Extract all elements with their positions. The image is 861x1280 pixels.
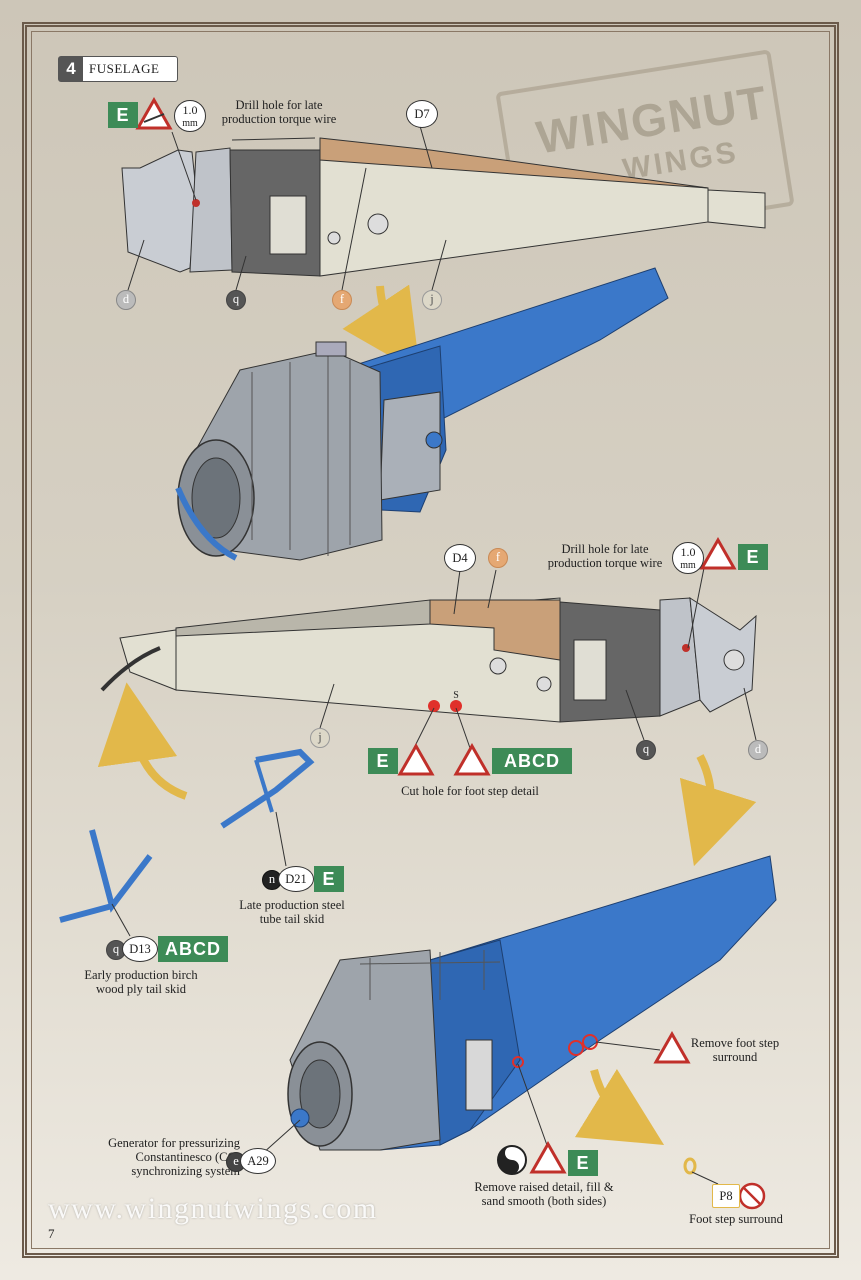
step-title: FUSELAGE (89, 61, 160, 76)
top-color-d: d (116, 290, 136, 310)
mid-part-label-D4: D4 (444, 544, 476, 572)
late-skid-code: E (314, 866, 344, 892)
early-skid-note-2: wood ply tail skid (96, 982, 186, 996)
late-skid-note-1: Late production steel (239, 898, 345, 912)
mid-fuselage-panel (100, 597, 757, 723)
mid-drill-size-value: 1.0 (680, 545, 696, 559)
website-url: www.wingnutwings.com (48, 1192, 378, 1225)
tail-skid-early-drawing (59, 829, 153, 923)
top-color-f: f (332, 290, 352, 310)
top-drill-note-2: production torque wire (221, 112, 337, 126)
early-skid-part: D13 (122, 936, 158, 962)
early-skid-code: ABCD (158, 936, 228, 962)
top-drill-note-1: Drill hole for late (235, 98, 323, 112)
generator-part: A29 (240, 1148, 276, 1174)
step-note: Foot step surround (689, 1212, 783, 1226)
remove-note-2: surround (712, 1050, 758, 1064)
fill-note-2: sand smooth (both sides) (481, 1194, 607, 1208)
top-drill-size-unit: mm (182, 118, 198, 129)
mid-drill-note-2: production torque wire (547, 556, 663, 570)
top-drill-size-badge: 1.0 mm (174, 100, 206, 132)
top-fuselage-panel (121, 137, 766, 277)
top-marking-code: E (108, 102, 138, 128)
tail-skid-late-drawing (220, 748, 315, 829)
late-skid-part: D21 (278, 866, 314, 892)
mid-drill-note-1: Drill hole for late (561, 542, 649, 556)
top-color-q: q (226, 290, 246, 310)
step-part-P8: P8 (712, 1184, 740, 1208)
mid-fuselage-assembly (175, 267, 669, 561)
generator-note-2: Constantinesco (CC) (135, 1150, 240, 1164)
step-header: 4 FUSELAGE (58, 56, 178, 82)
cut-note: Cut hole for foot step detail (401, 784, 539, 798)
mid-color-q: q (636, 740, 656, 760)
late-skid-color: n (262, 870, 282, 890)
early-skid-note-1: Early production birch (84, 968, 198, 982)
fill-note-1: Remove raised detail, fill & (474, 1180, 614, 1194)
mid-color-d: d (748, 740, 768, 760)
remove-note-1: Remove foot step (690, 1036, 780, 1050)
top-color-j: j (422, 290, 442, 310)
mid-color-f: f (488, 548, 508, 568)
top-drill-size-value: 1.0 (182, 103, 198, 117)
step-number: 4 (59, 57, 83, 81)
mid-hole-label: S (453, 690, 459, 701)
cut-code-left: E (368, 748, 398, 774)
mid-color-j: j (310, 728, 330, 748)
generator-note-1: Generator for pressurizing (108, 1136, 240, 1150)
page-inner-border (31, 31, 830, 1249)
page-border (22, 22, 839, 1258)
mid-drill-size-badge: 1.0 mm (672, 542, 704, 574)
cut-code-right: ABCD (492, 748, 572, 774)
fill-code: E (568, 1150, 598, 1176)
top-part-label-D7: D7 (406, 100, 438, 128)
mid-marking-code: E (738, 544, 768, 570)
bottom-fuselage-assembly (287, 855, 777, 1151)
late-skid-note-2: tube tail skid (259, 912, 325, 926)
mid-drill-size-unit: mm (680, 560, 696, 571)
generator-note-3: synchronizing system (131, 1164, 240, 1178)
page-number: 7 (48, 1226, 55, 1241)
